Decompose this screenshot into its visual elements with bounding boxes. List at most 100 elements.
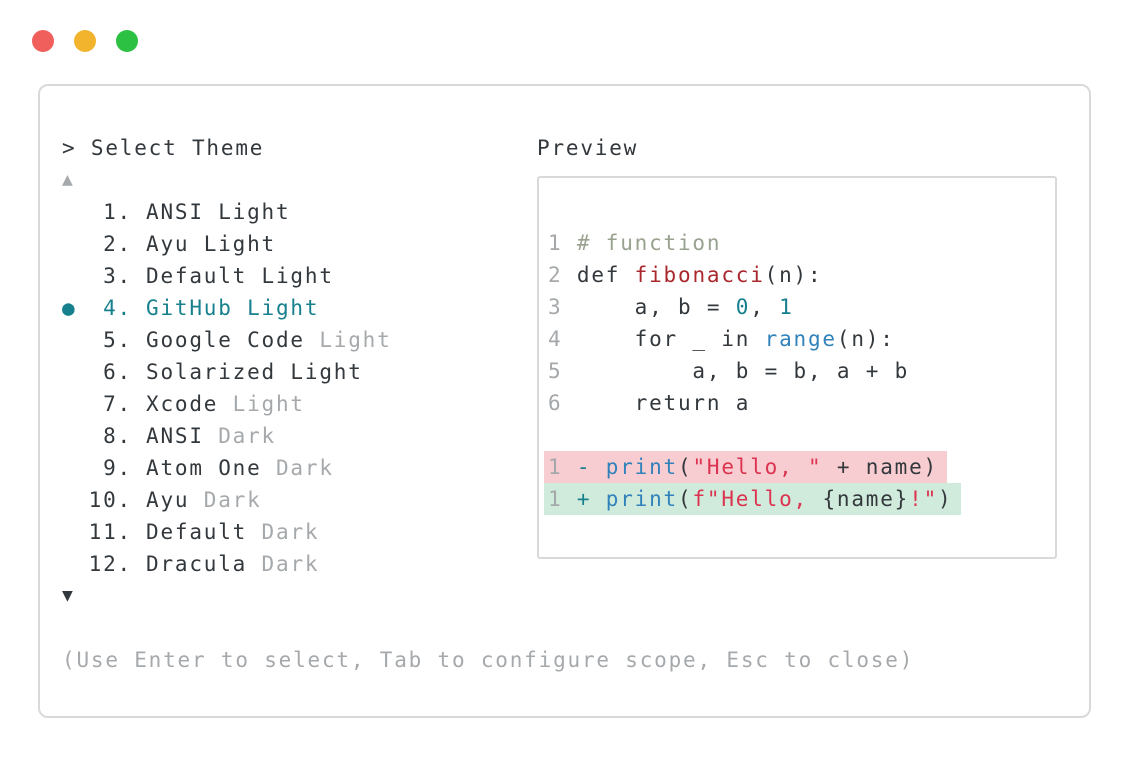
code-token: - [576, 455, 606, 479]
code-line: 2 def fibonacci(n): [548, 259, 1055, 291]
theme-list: 1. ANSI Light 2. Ayu Light 3. Default Light ● 4… [62, 196, 914, 580]
theme-list-item[interactable]: 2. Ayu Light [62, 228, 914, 260]
help-text: (Use Enter to select, Tab to configure s… [62, 648, 915, 672]
theme-name: Ayu [146, 488, 190, 512]
theme-number: 3. [103, 264, 132, 288]
code-token: print [605, 487, 678, 511]
window-controls [32, 30, 138, 52]
line-number: 1 [548, 455, 577, 479]
line-number: 6 [548, 391, 577, 415]
selected-bullet-icon [62, 228, 86, 260]
code-line: 4 for _ in range(n): [548, 323, 1055, 355]
theme-number: 4. [103, 296, 132, 320]
theme-list-item[interactable]: 11.Default Dark [62, 516, 914, 548]
code-token: a, b = b, a + b [576, 359, 910, 383]
theme-list-item[interactable]: 8. ANSI Dark [62, 420, 914, 452]
theme-name: Dracula [146, 552, 248, 576]
theme-number: 12. [88, 552, 132, 576]
theme-name: ANSI [146, 424, 204, 448]
selected-bullet-icon [62, 388, 86, 420]
theme-list-item[interactable]: 6. Solarized Light [62, 356, 914, 388]
code-token: ( [678, 455, 693, 479]
theme-list-item[interactable]: 9.Atom One Dark [62, 452, 914, 484]
selected-bullet-icon [62, 452, 86, 484]
selected-bullet-icon [62, 356, 86, 388]
code-token: (n): [836, 327, 895, 351]
scroll-up-icon[interactable]: ▲ [62, 169, 75, 190]
selected-bullet-icon: ● [62, 296, 77, 320]
code-token: ( [678, 487, 693, 511]
theme-number: 10. [88, 488, 132, 512]
theme-list-item[interactable]: ● 4. GitHub Light [62, 292, 914, 324]
theme-list-item[interactable]: 1. ANSI Light [62, 196, 914, 228]
theme-variant-suffix: Dark [189, 488, 262, 512]
theme-number: 9. [103, 456, 132, 480]
theme-list-item[interactable]: 12.Dracula Dark [62, 548, 914, 580]
code-token: ) [938, 487, 953, 511]
theme-number: 6. [103, 360, 132, 384]
selected-bullet-icon [62, 260, 86, 292]
theme-name: Default [146, 520, 248, 544]
theme-list-item[interactable]: 7. Xcode Light [62, 388, 914, 420]
code-line: 6 return a [548, 387, 1055, 419]
code-token: , [750, 295, 780, 319]
selected-bullet-icon [62, 484, 86, 516]
code-token: # function [576, 231, 722, 255]
code-token: return a [576, 391, 751, 415]
theme-list-item[interactable]: 3. Default Light [62, 260, 914, 292]
selected-bullet-icon [62, 196, 86, 228]
line-number: 1 [548, 487, 577, 511]
theme-variant-suffix: Dark [203, 424, 276, 448]
theme-variant-suffix: Light [218, 392, 305, 416]
code-token: (n): [764, 263, 823, 287]
code-token: 1 [779, 295, 794, 319]
theme-number: 8. [103, 424, 132, 448]
theme-name: Xcode [146, 392, 219, 416]
theme-picker-panel: > Select Theme ▲ 1. ANSI Light 2. Ayu Light… [40, 86, 914, 676]
theme-variant-suffix: Light [304, 328, 392, 352]
theme-list-item[interactable]: 10. Ayu Dark [62, 484, 914, 516]
theme-number: 11. [88, 520, 132, 544]
line-number: 1 [548, 231, 577, 255]
code-token: + name) [822, 455, 938, 479]
code-line: 3 a, b = 0, 1 [548, 291, 1055, 323]
code-line-diff-added: 1 + print(f"Hello, {name}!") [544, 483, 1055, 515]
theme-number: 2. [103, 232, 132, 256]
code-token: def [576, 263, 635, 287]
code-token: + [576, 487, 606, 511]
scroll-down-icon[interactable]: ▼ [62, 585, 75, 606]
select-theme-prompt[interactable]: > Select Theme [62, 136, 265, 160]
selected-bullet-icon [62, 420, 86, 452]
selected-bullet-icon [62, 548, 86, 580]
theme-number: 7. [103, 392, 132, 416]
selected-bullet-icon [62, 324, 86, 356]
preview-label: Preview [537, 136, 639, 160]
window-zoom-button[interactable] [116, 30, 138, 52]
code-token: "Hello, " [692, 455, 823, 479]
code-token: !" [909, 487, 939, 511]
window-minimize-button[interactable] [74, 30, 96, 52]
theme-name: GitHub Light [146, 296, 320, 320]
window-close-button[interactable] [32, 30, 54, 52]
theme-name: Atom One [146, 456, 262, 480]
theme-name: ANSI Light [146, 200, 291, 224]
line-number: 5 [548, 359, 577, 383]
code-token: 0 [735, 295, 751, 319]
theme-name: Ayu Light [146, 232, 276, 256]
spacer-line [62, 612, 914, 644]
code-line: 5 a, b = b, a + b [548, 355, 1055, 387]
theme-number: 5. [103, 328, 132, 352]
theme-name: Solarized Light [146, 360, 363, 384]
theme-number: 1. [103, 200, 132, 224]
code-token: fibonacci [634, 263, 765, 287]
selected-bullet-icon [62, 516, 86, 548]
line-number: 3 [548, 295, 577, 319]
theme-list-item[interactable]: 5.Google Code Light [62, 324, 914, 356]
theme-name: Default Light [146, 264, 334, 288]
code-line: 1 # function [548, 227, 1055, 259]
line-number: 4 [548, 327, 577, 351]
code-line [548, 419, 1055, 451]
theme-picker-window: > Select Theme ▲ 1. ANSI Light 2. Ayu Light… [38, 84, 1091, 718]
